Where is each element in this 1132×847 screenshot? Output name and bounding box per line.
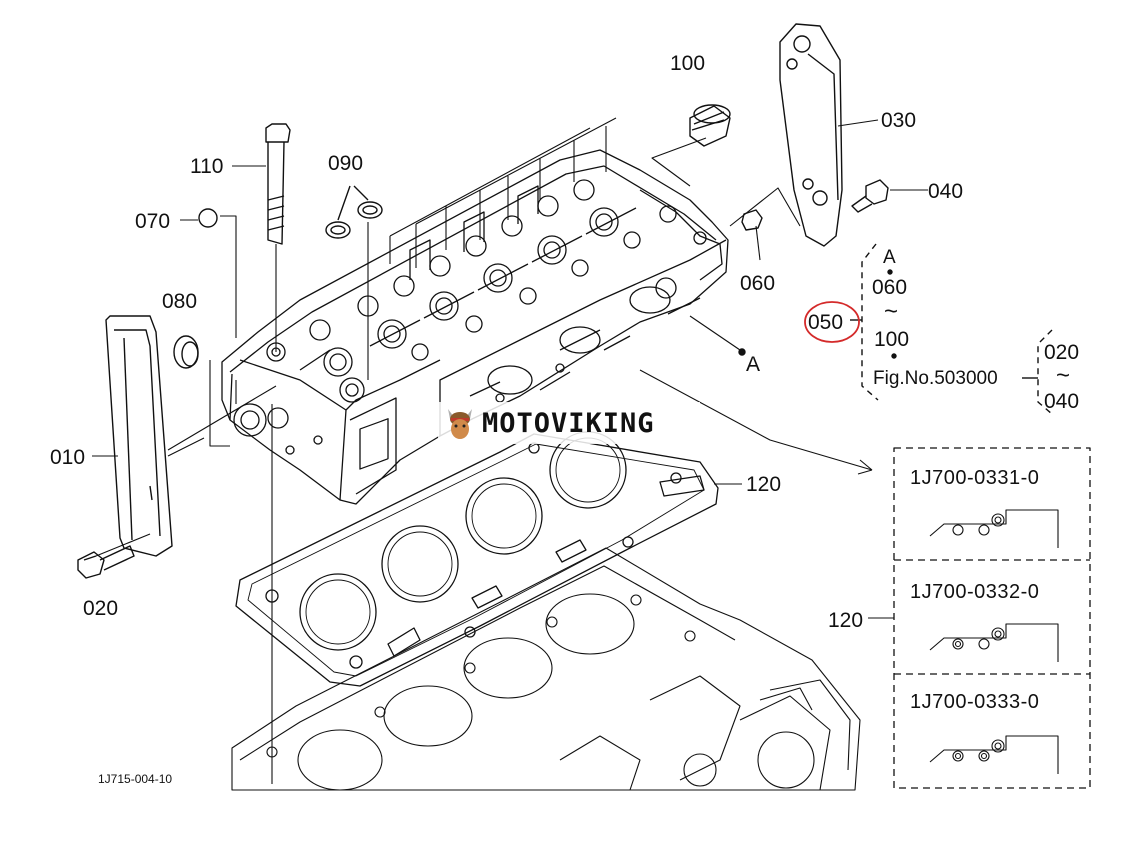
bracket-010 [105, 315, 173, 557]
watermark-text: MOTOVIKING [482, 407, 655, 439]
callout-040: 040 [928, 180, 964, 203]
variant-symbol-1 [929, 509, 1059, 548]
bracket2-from: 020 [1044, 341, 1080, 364]
variant-symbol-2 [929, 623, 1059, 662]
highlight-circle-050 [804, 301, 860, 343]
bracket2-tilde: ~ [1056, 362, 1071, 389]
bracket1-a: A [883, 247, 896, 268]
gasket-variant-table [893, 447, 1091, 789]
callout-090: 090 [328, 152, 364, 175]
reference-a: A [746, 353, 761, 376]
washers-090 [325, 185, 383, 239]
variant-part-number: 1J700-0331-0 [910, 467, 1040, 489]
cylinder-head [221, 149, 729, 505]
plate-030 [779, 23, 843, 247]
callout-060: 060 [740, 272, 776, 295]
callout-070: 070 [135, 210, 171, 233]
bracket1-to: 100 [874, 328, 910, 351]
diagram-reference: 1J715-004-10 [98, 772, 173, 786]
seal-080 [173, 335, 199, 369]
variant-part-number: 1J700-0333-0 [910, 691, 1040, 713]
variant-part-number: 1J700-0332-0 [910, 581, 1040, 603]
callout-120-variants: 120 [828, 609, 864, 632]
bolt-040 [851, 179, 889, 213]
bracket1-tilde: ~ [884, 298, 899, 325]
bolt-110 [265, 123, 291, 245]
bracket2-to: 040 [1044, 390, 1080, 413]
callout-020: 020 [83, 597, 119, 620]
callout-080: 080 [162, 290, 198, 313]
callout-010: 010 [50, 446, 86, 469]
callout-110: 110 [190, 155, 224, 178]
callout-030: 030 [881, 109, 917, 132]
plug-060 [741, 209, 763, 231]
plug-100 [689, 104, 731, 147]
bolt-020 [77, 545, 135, 579]
callout-050: 050 [808, 311, 844, 334]
engine-block [231, 547, 861, 791]
callout-120: 120 [746, 473, 782, 496]
fig-number: Fig.No.503000 [873, 368, 998, 389]
callout-100: 100 [670, 52, 706, 75]
leader-lines [95, 117, 873, 784]
bracket1-from: 060 [872, 276, 908, 299]
variant-symbol-3 [929, 735, 1059, 774]
head-gasket [235, 431, 719, 687]
ball-070 [198, 208, 218, 228]
watermark: MOTOVIKING [438, 402, 700, 444]
viking-logo-icon [448, 409, 472, 439]
